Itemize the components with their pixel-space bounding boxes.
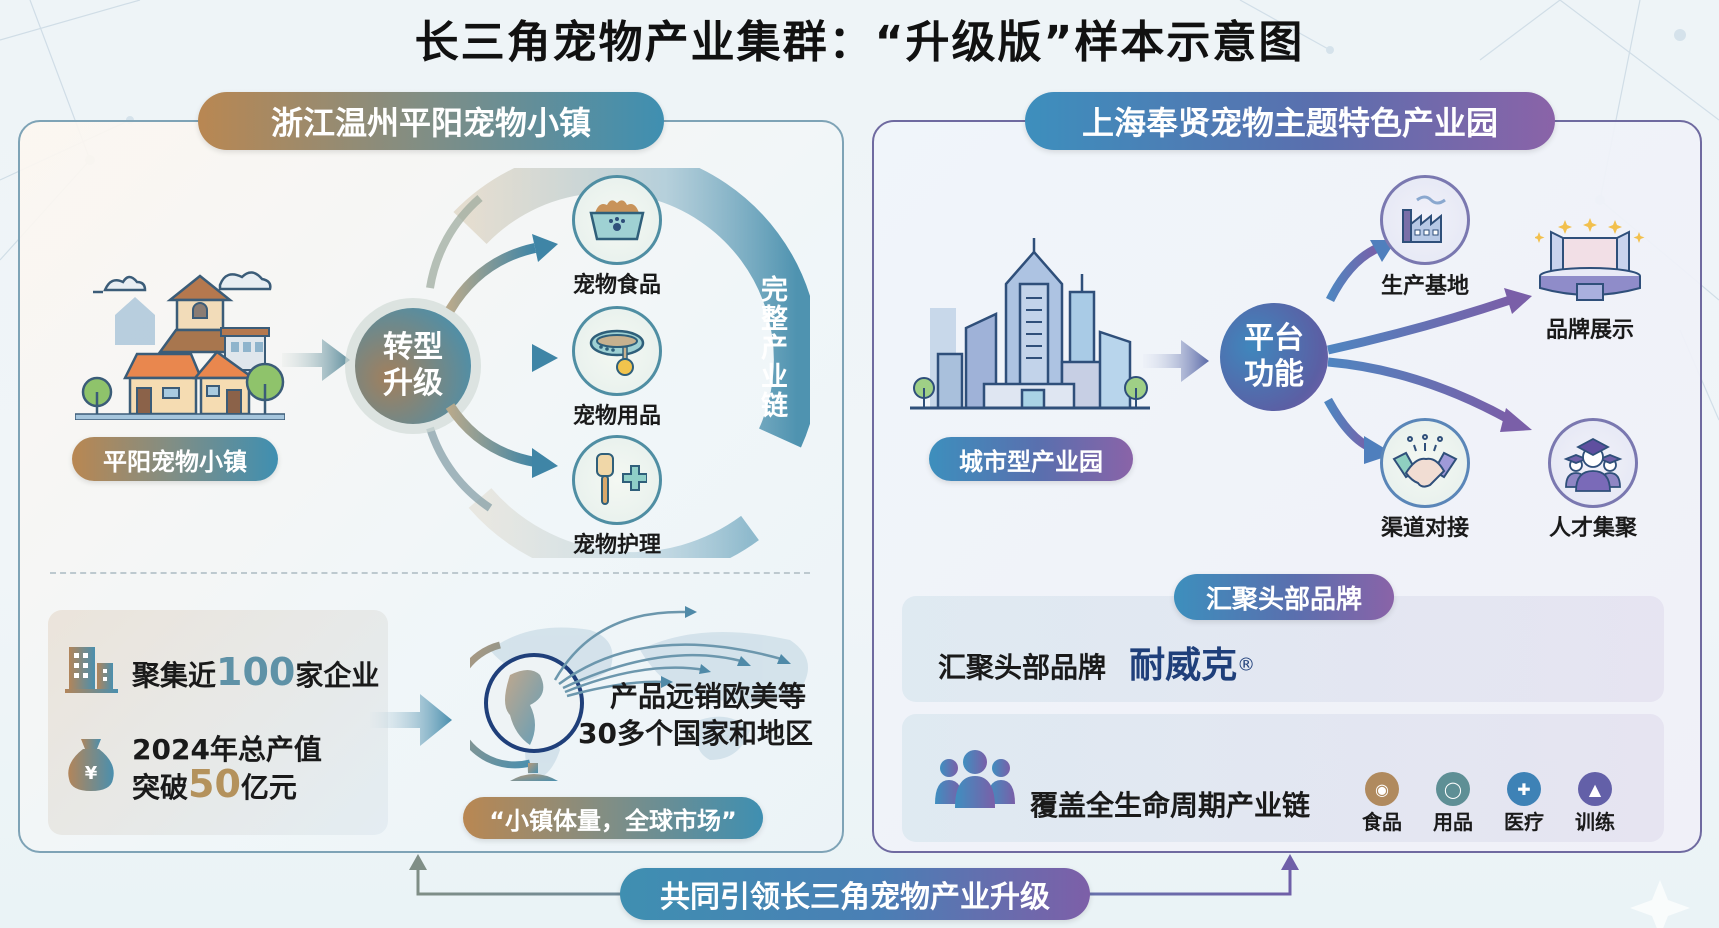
- lifecycle-item-training: ▲ 训练: [1570, 772, 1620, 835]
- stage-showcase-icon: [1535, 218, 1645, 301]
- production-base-circle: [1380, 175, 1470, 265]
- branch-arrows-right: [1324, 240, 1532, 464]
- park-label-text: 城市型产业园: [959, 447, 1103, 476]
- branch-arrows-left: [445, 234, 558, 478]
- output-stat: 突破50亿元: [132, 762, 297, 806]
- output-number: 50: [188, 762, 241, 806]
- lifecycle-item-medical: ✚ 医疗: [1499, 772, 1549, 835]
- page-title: 长三角宠物产业集群：“升级版”样本示意图: [414, 17, 1305, 68]
- registered-mark: ®: [1237, 654, 1256, 676]
- town-label-text: 平阳宠物小镇: [103, 447, 247, 476]
- enterprise-prefix: 聚集近: [132, 659, 217, 692]
- output-line1: 2024年总产值: [132, 733, 322, 766]
- export-line1: 产品远销欧美等: [610, 680, 807, 713]
- platform-line1: 平台: [1244, 321, 1304, 356]
- people-group-icon: [935, 750, 1015, 808]
- left-divider: [50, 572, 810, 574]
- handshake-icon: [1392, 434, 1458, 488]
- food-icon: ◉: [1365, 772, 1399, 806]
- arrow-to-transform-icon: [282, 339, 350, 381]
- pet-care-label: 宠物护理: [572, 533, 661, 558]
- brand-name: 耐威克: [1129, 645, 1238, 686]
- town-houses-icon: [75, 271, 285, 420]
- factory-icon: [1402, 195, 1446, 243]
- park-label-pill: 城市型产业园: [929, 437, 1133, 481]
- export-arrows: [553, 606, 791, 698]
- pet-grooming-brush-icon: [596, 453, 647, 505]
- slogan-text: “小镇体量，全球市场”: [489, 806, 737, 835]
- globe-icon: [470, 641, 584, 781]
- transform-line1: 转型: [383, 330, 443, 365]
- lifecycle-item-supplies: ◯ 用品: [1428, 772, 1478, 835]
- money-bag-icon: ¥: [68, 739, 114, 791]
- enterprise-number: 100: [216, 650, 296, 694]
- pet-food-circle: [572, 175, 662, 265]
- pet-food-bowl-icon: [589, 200, 645, 241]
- talent-gathering-circle: [1548, 418, 1638, 508]
- lifecycle-supplies-label: 用品: [1433, 810, 1473, 834]
- industry-chain-arc: [426, 168, 810, 558]
- output-suffix: 亿元: [240, 771, 297, 804]
- slogan-pill: “小镇体量，全球市场”: [463, 797, 763, 839]
- brand-badge-text: 汇聚头部品牌: [1205, 584, 1362, 615]
- brand-showcase-label: 品牌展示: [1545, 318, 1634, 343]
- town-label-pill: 平阳宠物小镇: [72, 437, 278, 481]
- pet-supplies-label: 宠物用品: [572, 404, 661, 429]
- production-base-label: 生产基地: [1380, 274, 1469, 299]
- channel-docking-circle: [1380, 418, 1470, 508]
- brand-badge: 汇聚头部品牌: [1174, 574, 1394, 620]
- right-header-text: 上海奉贤宠物主题特色产业园: [1081, 104, 1498, 142]
- right-panel-header: 上海奉贤宠物主题特色产业园: [1025, 92, 1555, 150]
- lifecycle-training-label: 训练: [1575, 810, 1615, 834]
- pet-care-circle: [572, 435, 662, 525]
- graduation-cap-icon: ▲: [1578, 772, 1612, 806]
- medical-kit-icon: ✚: [1507, 772, 1541, 806]
- output-prefix: 突破: [132, 771, 189, 804]
- industry-chain-label: 完整产业链: [756, 275, 787, 420]
- pet-supplies-circle: [572, 306, 662, 396]
- arrow-to-platform-icon: [1143, 340, 1209, 382]
- left-panel-header: 浙江温州平阳宠物小镇: [198, 92, 664, 150]
- channel-docking-label: 渠道对接: [1380, 516, 1469, 541]
- pet-collar-icon: [589, 329, 645, 376]
- pet-food-label: 宠物食品: [572, 273, 661, 298]
- brand-line: 汇聚头部品牌 耐威克®: [938, 636, 1255, 688]
- lifecycle-medical-label: 医疗: [1504, 810, 1544, 834]
- lifecycle-food-label: 食品: [1362, 810, 1402, 834]
- platform-function-node: 平台 功能: [1220, 303, 1328, 411]
- enterprise-suffix: 家企业: [295, 659, 380, 692]
- export-line2: 30多个国家和地区: [578, 717, 813, 750]
- enterprise-stat: 聚集近100家企业: [132, 650, 379, 694]
- footer-banner-text: 共同引领长三角宠物产业升级: [660, 880, 1050, 915]
- building-icon: [65, 647, 118, 693]
- brand-intro-text: 汇聚头部品牌: [938, 651, 1107, 684]
- platform-line2: 功能: [1244, 357, 1304, 392]
- talent-gathering-label: 人才集聚: [1548, 516, 1637, 541]
- lifecycle-text: 覆盖全生命周期产业链: [1030, 789, 1311, 822]
- footer-banner: 共同引领长三角宠物产业升级: [620, 868, 1090, 920]
- stats-box: [48, 610, 388, 835]
- svg-text:¥: ¥: [85, 763, 98, 784]
- arrow-to-globe-icon: [370, 694, 452, 746]
- transform-line2: 升级: [383, 366, 443, 401]
- left-header-text: 浙江温州平阳宠物小镇: [270, 104, 591, 142]
- city-skyline-icon: [910, 238, 1150, 410]
- transform-upgrade-node: 转型 升级: [355, 308, 471, 424]
- lifecycle-item-food: ◉ 食品: [1357, 772, 1407, 835]
- collar-icon: ◯: [1436, 772, 1470, 806]
- graduates-icon: [1563, 437, 1623, 492]
